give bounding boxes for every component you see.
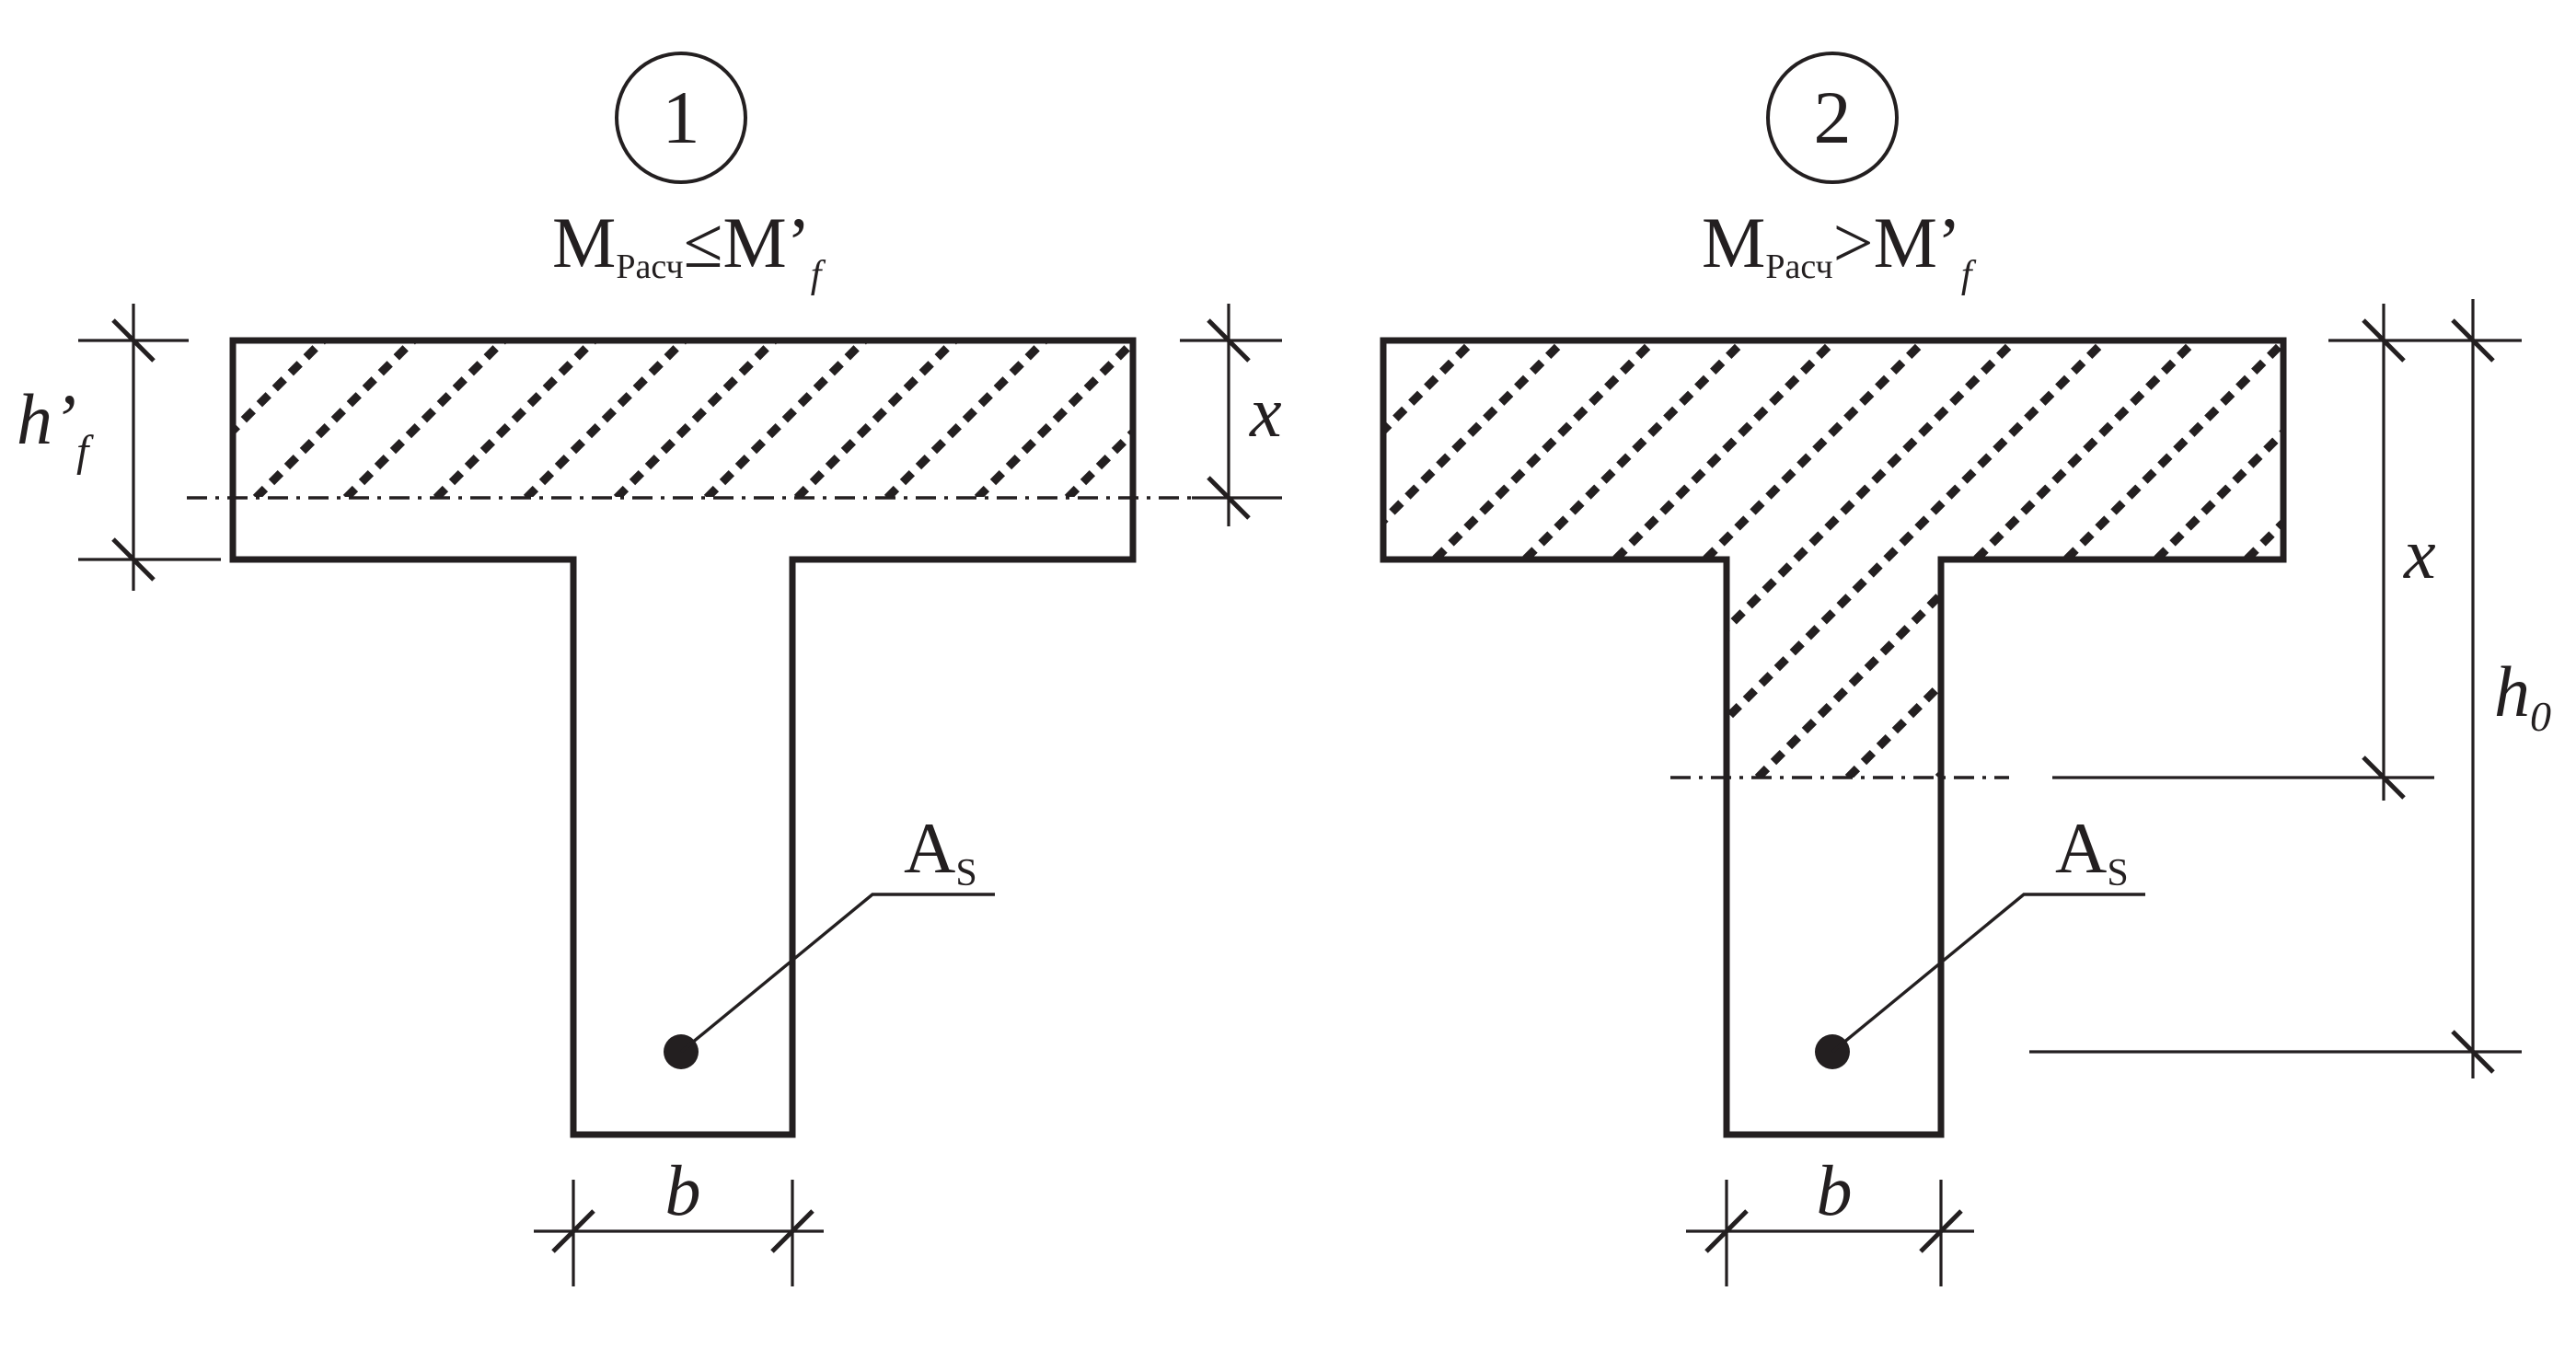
case-1-condition-m: M [552, 202, 616, 282]
case-2-condition: MРасч>M’f [1702, 202, 1977, 296]
case-1-condition-m-flange: M’ [722, 202, 810, 282]
case-2-hatch-line [1844, 340, 2283, 778]
case-2-hatch-line [1664, 340, 2108, 778]
case-1-hatch-line [974, 340, 1133, 497]
case-2-rebar-label: AS [2055, 808, 2129, 894]
case-1-hatch-line [523, 340, 687, 497]
case-1-hatch-line [884, 340, 1048, 497]
case-2-number: 2 [1814, 75, 1852, 159]
case-1-flange-height-sub: f [76, 427, 94, 476]
case-1-hatch-line [233, 340, 237, 347]
case-1-hatch-line [233, 340, 327, 437]
case-2-condition-operator: > [1833, 202, 1874, 282]
case-2-condition-sub: Расч [1765, 248, 1832, 286]
case-2-hatch-line [1383, 340, 1567, 778]
case-2-condition-sub-flange: f [1961, 254, 1977, 296]
case-1-compression-depth-label: x [1249, 372, 1282, 452]
case-1-flange-height-label: h’f [17, 379, 94, 476]
case-2-compression-depth-dimension [2328, 304, 2434, 801]
case-2-hatch-line [1484, 340, 1928, 778]
case-1-compression-depth-dimension [1180, 304, 1282, 526]
case-2-compression-depth-label: x [2403, 513, 2436, 594]
case-1-condition: MРасч≤M’f [552, 202, 826, 296]
case-1-condition-sub: Расч [616, 248, 683, 286]
case-1-rebar-sub: S [955, 852, 976, 894]
case-2-web-width-label: b [1817, 1150, 1853, 1230]
case-2-effective-depth-sub: 0 [2530, 693, 2551, 740]
case-1-rebar-leader [679, 893, 995, 1054]
case-2-hatch-line [1754, 340, 2199, 778]
case-1-section: 1 MРасч≤M’f h’f x [17, 52, 1315, 1286]
case-2-web-width-dimension [1686, 1180, 1974, 1286]
case-1-web-width-dimension [534, 1180, 824, 1286]
case-1-flange-height-dimension [78, 304, 221, 591]
case-2-effective-depth-dimension [2029, 299, 2522, 1078]
case-1-hatch-line [1064, 426, 1133, 497]
case-1-condition-operator: ≤ [684, 202, 723, 282]
case-1-rebar-main: A [904, 808, 955, 888]
case-2-section: 2 MРасч>M’f x h0 [1380, 52, 2551, 1286]
case-2-effective-depth-label: h0 [2494, 651, 2551, 740]
case-1-rebar-label: AS [904, 808, 977, 894]
case-2-effective-depth-main: h [2494, 651, 2530, 732]
case-1-hatch-line [613, 340, 778, 497]
case-1-hatch-line [433, 340, 597, 497]
case-1-hatch-line [793, 340, 958, 497]
case-1-hatch-line [342, 340, 507, 497]
case-2-hatch-line [1383, 340, 1748, 778]
case-1-flange-height-main: h’ [17, 379, 76, 459]
case-1-condition-sub-flange: f [811, 254, 826, 296]
case-1-number-circle [615, 52, 747, 184]
case-2-number-circle [1766, 52, 1899, 184]
case-1-web-width-label: b [665, 1150, 701, 1230]
case-1-hatch-line [1158, 340, 1315, 498]
case-2-condition-m-flange: M’ [1874, 202, 1961, 282]
case-2-rebar-sub: S [2107, 852, 2128, 894]
case-1-number-badge: 1 [615, 52, 747, 184]
case-2-compression-hatch [1383, 340, 2283, 778]
case-2-hatch-line [1383, 340, 1477, 778]
case-2-hatch-line [1574, 340, 2018, 778]
case-2-rebar-leader [1831, 893, 2145, 1054]
case-1-number: 1 [663, 75, 700, 159]
case-2-condition-m: M [1702, 202, 1765, 282]
case-1-t-beam-outline [229, 337, 1137, 1138]
case-2-hatch-line [1393, 340, 1838, 778]
case-1-hatch-line [703, 340, 868, 497]
case-2-hatch-line [1383, 340, 1658, 778]
case-1-compression-hatch [233, 340, 1315, 498]
case-2-t-beam-outline [1380, 337, 2287, 1138]
case-2-rebar-main: A [2055, 808, 2107, 888]
case-1-hatch-line [252, 340, 417, 497]
case-2-number-badge: 2 [1766, 52, 1899, 184]
